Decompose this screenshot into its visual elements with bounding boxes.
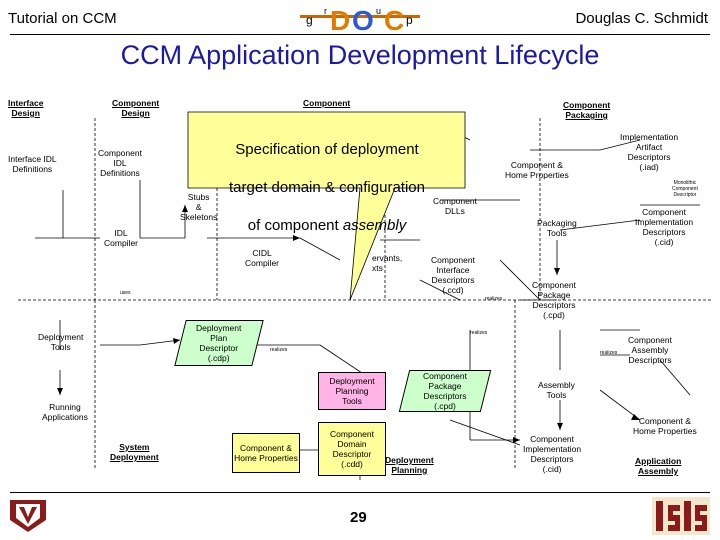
vanderbilt-logo [10,500,46,532]
component-idl-definitions: Component IDL Definitions [98,148,142,178]
connector-label-2: realizes [470,330,488,336]
callout-line-3-italic: assembly [342,217,407,234]
logo-letter-p: p [406,13,413,27]
phase-application-assembly: Application Assembly [635,456,682,476]
callout-line-1: Specification of deployment [235,141,419,158]
component-implementation-descriptors-bottom: Component Implementation Descriptors (.c… [523,434,582,474]
header-divider [10,34,710,35]
servants-executors-contexts: ervants, xts [372,253,403,273]
connector-label-1: realizes [485,296,503,302]
callout-line-2: target domain & configuration [229,179,425,196]
footer-divider [10,492,710,493]
connector-label-5: uses [120,290,131,296]
component-home-properties-yellow-box: Component & Home Properties [232,433,300,473]
assembly-tools: Assembly Tools [538,380,575,400]
deployment-planning-tools: Deployment Planning Tools [329,376,375,406]
component-home-properties-top: Component & Home Properties [505,160,569,180]
stubs-and-skeletons: Stubs & Skeletons [180,192,218,222]
monolithic-component-descriptor: Monolithic Component Descriptor [672,180,698,198]
page-number: 29 [350,509,367,526]
component-package-descriptors-green: Component Package Descriptors (.cpd) [423,371,467,411]
implementation-artifact-descriptors: Implementation Artifact Descriptors (.ia… [620,132,679,172]
component-domain-descriptor: Component Domain Descriptor (.cdd) [330,429,374,469]
connector-label-4: realizes [270,347,288,353]
callout-text: Specification of deployment target domai… [192,121,462,254]
doc-group-logo: g r D O u C p [300,5,420,34]
logo-letter-d: D [330,5,350,34]
callout-line-3: of component assembly [192,216,462,235]
component-dlls: Component DLLs [433,196,477,216]
logo-letter-r: r [324,6,327,16]
component-package-descriptors: Component Package Descriptors (.cpd) [532,280,576,320]
component-domain-descriptor-box: Component Domain Descriptor (.cdd) [318,422,386,476]
component-home-properties-right: Component & Home Properties [633,416,697,436]
logo-letter-u: u [376,6,381,16]
logo-letter-o: O [352,5,374,34]
component-interface-descriptors: Component Interface Descriptors (.ccd) [431,255,475,295]
isis-logo [652,497,710,535]
idl-compiler: IDL Compiler [104,228,139,248]
phase-system-deployment: System Deployment [110,442,159,462]
deployment-planning-tools-box: Deployment Planning Tools [318,372,386,410]
packaging-tools: Packaging Tools [537,218,577,238]
header-left-text: Tutorial on CCM [8,10,117,27]
running-applications: Running Applications [42,402,88,422]
callout-line-3-text: of component [247,217,343,234]
deployment-tools: Deployment Tools [38,332,84,352]
page-title: CCM Application Development Lifecycle [120,40,600,70]
logo-letter-g: g [306,13,313,27]
phase-interface-design: Interface Design [8,98,44,118]
phase-component-design: Component Design [112,98,160,118]
phase-component-implementation: Component [303,98,351,108]
component-package-descriptors-green-box: Component Package Descriptors (.cpd) [398,370,492,412]
phase-component-packaging: Component Packaging [563,100,611,120]
header-right-text: Douglas C. Schmidt [575,10,708,27]
deployment-plan-descriptor-box: Deployment Plan Descriptor (.cdp) [174,320,264,366]
component-assembly-descriptors: Component Assembly Descriptors [628,335,672,365]
interface-idl-definitions: Interface IDL Definitions [8,154,57,174]
component-home-properties-yellow: Component & Home Properties [234,443,298,463]
component-implementation-descriptors-top: Component Implementation Descriptors (.c… [635,207,694,247]
logo-letter-c: C [384,5,404,34]
cidl-compiler: CIDL Compiler [245,248,280,268]
connector-label-3: realizes [600,350,618,356]
deployment-plan-descriptor: Deployment Plan Descriptor (.cdp) [196,323,242,363]
phase-deployment-planning: Deployment Planning [385,455,434,475]
